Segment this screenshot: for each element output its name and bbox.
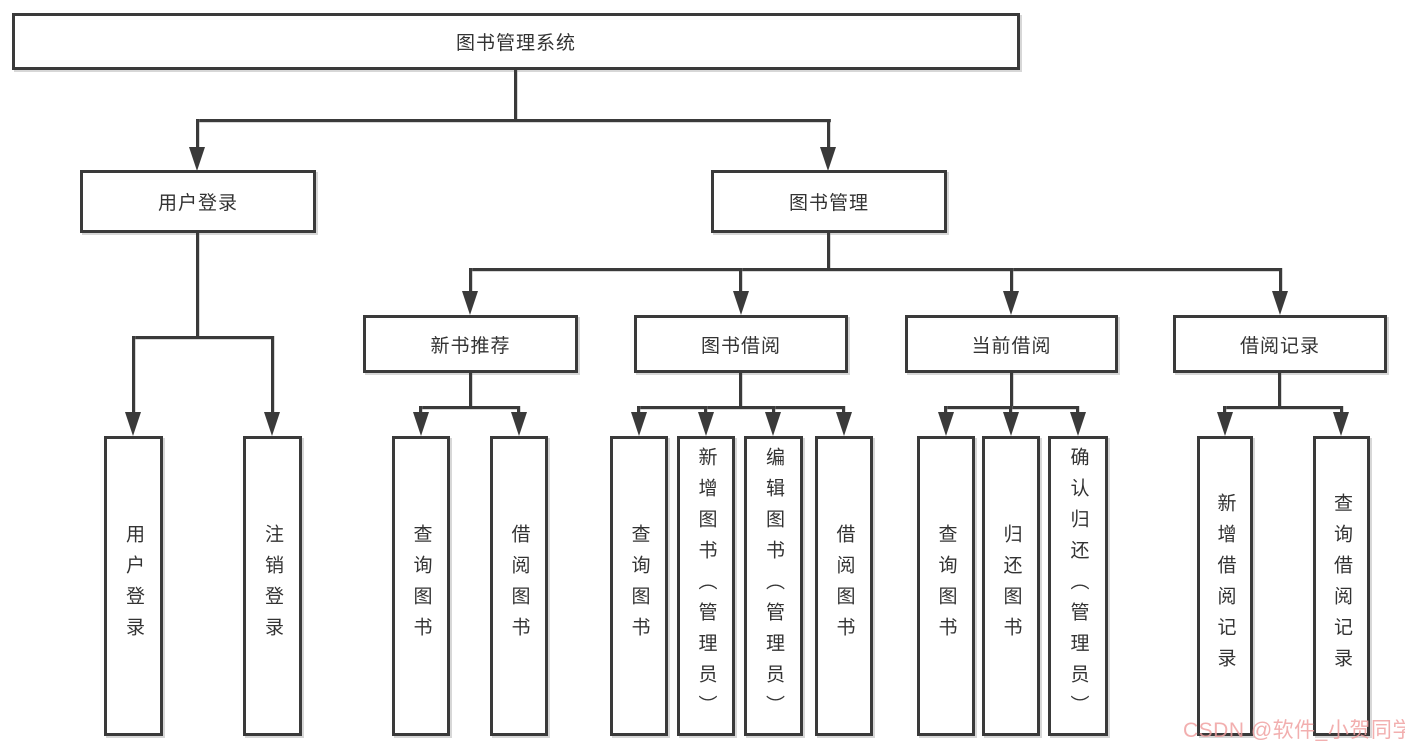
- csdn-watermark: CSDN @软件_小贺同学: [1183, 719, 1405, 742]
- leaf-label: 确认归还（管理员）: [1067, 446, 1089, 726]
- arrow-down-icon: [189, 147, 205, 171]
- node-borrow-records: 借阅记录: [1173, 315, 1387, 373]
- arrow-down-icon: [1272, 291, 1288, 315]
- arrow-down-icon: [511, 412, 527, 436]
- arrow-down-icon: [1070, 412, 1086, 436]
- node-user-login: 用户登录: [80, 170, 316, 233]
- arrow-down-icon: [631, 412, 647, 436]
- connector-line: [469, 268, 1282, 271]
- connector-line: [1010, 373, 1013, 409]
- leaf-add-borrow-record: 新增借阅记录: [1197, 436, 1253, 736]
- connector-line: [945, 406, 1079, 409]
- arrow-down-icon: [836, 412, 852, 436]
- connector-line: [271, 336, 274, 418]
- leaf-label: 查询图书: [935, 524, 957, 648]
- connector-line: [469, 268, 472, 297]
- connector-line: [132, 336, 135, 418]
- leaf-confirm-return-admin: 确认归还（管理员）: [1048, 436, 1108, 736]
- leaf-label: 查询图书: [410, 524, 432, 648]
- leaf-logout: 注销登录: [243, 436, 302, 736]
- leaf-label: 查询图书: [628, 524, 650, 648]
- leaf-label: 查询借阅记录: [1331, 493, 1352, 679]
- arrow-down-icon: [1333, 412, 1349, 436]
- node-book-management: 图书管理: [711, 170, 947, 233]
- connector-line: [132, 336, 274, 339]
- node-borrow-records-label: 借阅记录: [1239, 335, 1320, 357]
- leaf-borrow-books-1: 借阅图书: [490, 436, 548, 736]
- connector-line: [420, 406, 520, 409]
- leaf-query-borrow-record: 查询借阅记录: [1313, 436, 1370, 736]
- connector-line: [196, 119, 199, 153]
- arrow-down-icon: [820, 147, 836, 171]
- node-new-book-recommend: 新书推荐: [363, 315, 578, 373]
- leaf-borrow-books-2: 借阅图书: [815, 436, 873, 736]
- leaf-label: 注销登录: [262, 524, 283, 648]
- node-root: 图书管理系统: [12, 13, 1020, 70]
- leaf-label: 归还图书: [1000, 524, 1022, 648]
- connector-line: [469, 373, 472, 409]
- leaf-return-books: 归还图书: [982, 436, 1040, 736]
- arrow-down-icon: [462, 291, 478, 315]
- node-root-label: 图书管理系统: [455, 33, 576, 54]
- arrow-down-icon: [1217, 412, 1233, 436]
- connector-line: [1278, 373, 1281, 409]
- node-user-login-label: 用户登录: [157, 193, 238, 214]
- arrow-down-icon: [413, 412, 429, 436]
- leaf-user-login: 用户登录: [104, 436, 163, 736]
- leaf-add-books-admin: 新增图书（管理员）: [677, 436, 735, 736]
- leaf-label: 借阅图书: [508, 524, 530, 648]
- arrow-down-icon: [264, 412, 280, 436]
- node-new-book-recommend-label: 新书推荐: [430, 335, 511, 357]
- leaf-label: 新增图书（管理员）: [695, 446, 717, 726]
- leaf-label: 用户登录: [123, 524, 144, 648]
- leaf-label: 借阅图书: [833, 524, 855, 648]
- connector-line: [739, 268, 742, 297]
- connector-line: [514, 70, 517, 122]
- leaf-query-books-1: 查询图书: [392, 436, 450, 736]
- connector-line: [827, 233, 830, 271]
- connector-line: [1279, 268, 1282, 297]
- arrow-down-icon: [765, 412, 781, 436]
- connector-line: [196, 233, 199, 338]
- connector-line: [827, 119, 830, 153]
- leaf-query-books-2: 查询图书: [610, 436, 668, 736]
- leaf-query-books-3: 查询图书: [917, 436, 975, 736]
- node-current-borrow-label: 当前借阅: [971, 335, 1052, 357]
- leaf-edit-books-admin: 编辑图书（管理员）: [744, 436, 803, 736]
- connector-line: [197, 119, 831, 122]
- leaf-label: 编辑图书（管理员）: [763, 446, 784, 726]
- arrow-down-icon: [938, 412, 954, 436]
- arrow-down-icon: [125, 412, 141, 436]
- arrow-down-icon: [733, 291, 749, 315]
- node-book-borrow: 图书借阅: [634, 315, 848, 373]
- leaf-label: 新增借阅记录: [1214, 493, 1236, 679]
- connector-line: [739, 373, 742, 409]
- node-book-management-label: 图书管理: [788, 193, 869, 214]
- connector-line: [1010, 268, 1013, 297]
- node-current-borrow: 当前借阅: [905, 315, 1118, 373]
- arrow-down-icon: [1003, 412, 1019, 436]
- arrow-down-icon: [698, 412, 714, 436]
- connector-line: [638, 406, 845, 409]
- node-book-borrow-label: 图书借阅: [700, 335, 781, 357]
- connector-line: [1224, 406, 1342, 409]
- arrow-down-icon: [1003, 291, 1019, 315]
